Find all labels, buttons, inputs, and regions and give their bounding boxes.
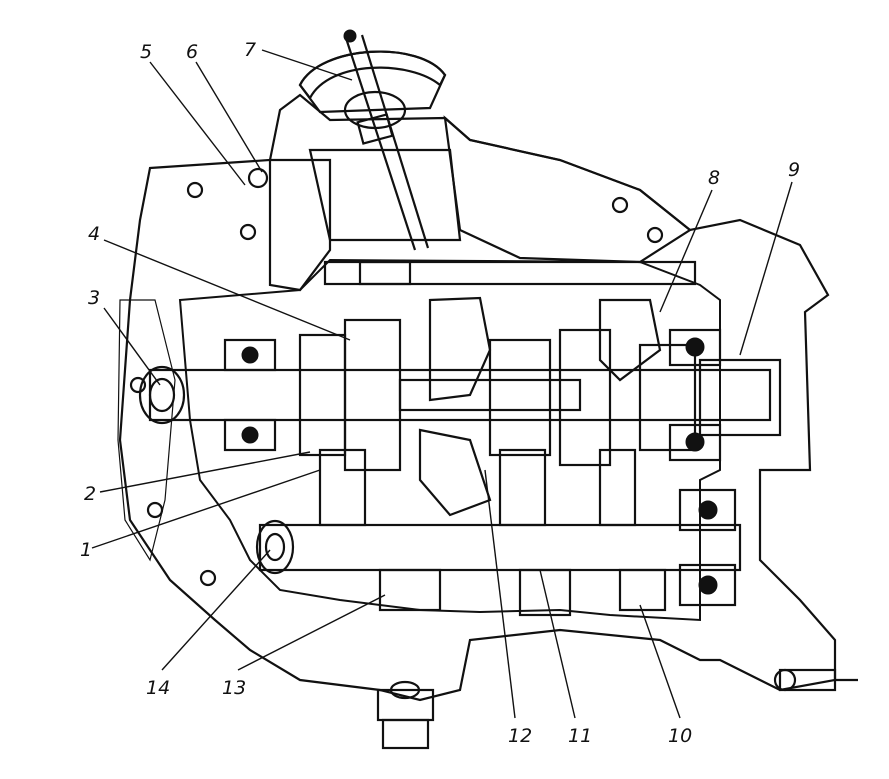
leader-11 (539, 569, 576, 719)
leader-10 (639, 604, 681, 719)
leader-13 (237, 594, 386, 671)
callout-6: 6 (186, 41, 198, 63)
bearings (223, 328, 737, 607)
leader-3 (103, 307, 161, 386)
leader-1 (91, 469, 321, 549)
leader-lines (91, 49, 793, 719)
callout-1: 1 (80, 539, 92, 561)
callout-2: 2 (84, 483, 96, 505)
countershaft (255, 448, 742, 617)
main-shaft-gears (298, 318, 697, 472)
callout-9: 9 (788, 159, 800, 181)
drain-plug (376, 680, 435, 750)
leader-6 (195, 61, 263, 173)
callout-14: 14 (146, 677, 170, 699)
leader-9 (739, 181, 793, 356)
callout-8: 8 (708, 167, 720, 189)
leader-2 (99, 451, 311, 493)
callout-3: 3 (88, 287, 100, 309)
callout-11: 11 (568, 725, 592, 747)
housing-bolts (129, 167, 664, 587)
callout-13: 13 (222, 677, 246, 699)
leader-4 (103, 239, 351, 341)
callout-5: 5 (140, 41, 152, 63)
callout-4: 4 (88, 223, 100, 245)
mounting-bolt (773, 668, 858, 692)
leader-12 (484, 469, 516, 719)
leader-5 (149, 61, 246, 186)
leader-7 (261, 49, 353, 81)
shift-lever (298, 29, 462, 251)
leader-8 (659, 189, 713, 313)
callout-10: 10 (668, 725, 692, 747)
callout-7: 7 (244, 39, 256, 61)
gearbox-housing (117, 93, 837, 702)
leader-14 (161, 549, 271, 671)
callout-labels: 1 2 3 4 5 6 7 8 9 10 11 12 13 14 (80, 39, 800, 747)
callout-12: 12 (508, 725, 532, 747)
